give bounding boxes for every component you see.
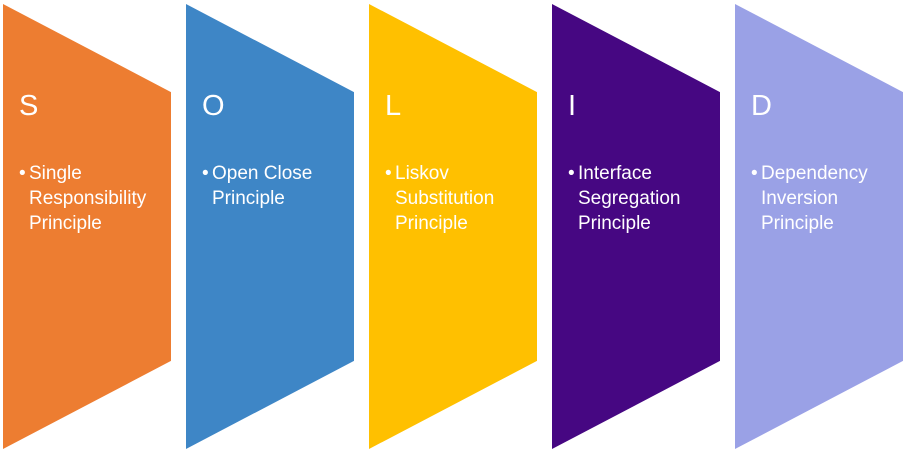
principle-description-o: •Open Close Principle bbox=[202, 161, 340, 211]
bullet-marker: • bbox=[568, 163, 575, 184]
principle-description-l: •Liskov Substitution Principle bbox=[385, 161, 523, 236]
solid-principles-diagram: S •Single Responsibility Principle O •Op… bbox=[3, 4, 903, 449]
solid-item-o: O •Open Close Principle bbox=[186, 4, 354, 449]
principle-letter-s: S bbox=[19, 90, 39, 122]
bullet-marker: • bbox=[19, 163, 26, 184]
principle-name-i: Interface Segregation Principle bbox=[578, 163, 681, 235]
principle-letter-d: D bbox=[751, 90, 772, 122]
principle-name-d: Dependency Inversion Principle bbox=[761, 163, 868, 235]
principle-name-s: Single Responsibility Principle bbox=[29, 163, 147, 235]
bullet-marker: • bbox=[202, 163, 209, 184]
principle-letter-o: O bbox=[202, 90, 225, 122]
principle-name-l: Liskov Substitution Principle bbox=[395, 163, 495, 235]
principle-description-s: •Single Responsibility Principle bbox=[19, 161, 157, 236]
bullet-marker: • bbox=[385, 163, 392, 184]
solid-item-s: S •Single Responsibility Principle bbox=[3, 4, 171, 449]
principle-description-d: •Dependency Inversion Principle bbox=[751, 161, 889, 236]
principle-letter-l: L bbox=[385, 90, 402, 122]
solid-item-i: I •Interface Segregation Principle bbox=[552, 4, 720, 449]
bullet-marker: • bbox=[751, 163, 758, 184]
principle-name-o: Open Close Principle bbox=[212, 163, 313, 210]
solid-item-d: D •Dependency Inversion Principle bbox=[735, 4, 903, 449]
solid-item-l: L •Liskov Substitution Principle bbox=[369, 4, 537, 449]
principle-letter-i: I bbox=[568, 90, 577, 122]
principle-description-i: •Interface Segregation Principle bbox=[568, 161, 706, 236]
